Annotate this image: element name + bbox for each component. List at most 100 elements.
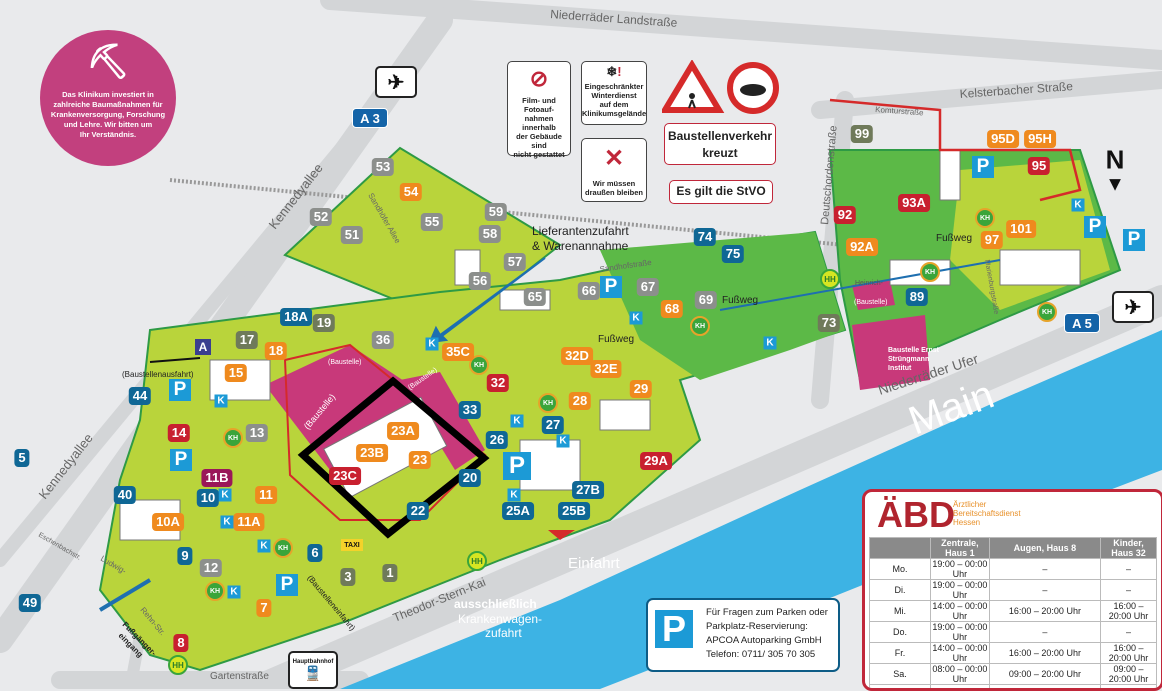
kh-icon[interactable]: KH xyxy=(273,538,293,558)
building-marker-20[interactable]: 20 xyxy=(459,469,481,487)
building-marker-29[interactable]: 29 xyxy=(630,380,652,398)
parking-icon[interactable]: P xyxy=(276,574,298,596)
building-marker-69[interactable]: 69 xyxy=(695,291,717,309)
building-marker-67[interactable]: 67 xyxy=(637,278,659,296)
building-marker-59[interactable]: 59 xyxy=(485,203,507,221)
building-marker-32[interactable]: 32 xyxy=(487,374,509,392)
building-marker-32d[interactable]: 32D xyxy=(561,347,593,365)
building-marker-10a[interactable]: 10A xyxy=(152,513,184,531)
kiosk-icon[interactable]: K xyxy=(426,338,439,351)
building-marker-58[interactable]: 58 xyxy=(479,225,501,243)
building-marker-54[interactable]: 54 xyxy=(400,183,422,201)
building-marker-95h[interactable]: 95H xyxy=(1024,130,1056,148)
building-marker-5[interactable]: 5 xyxy=(14,449,29,467)
building-marker-49[interactable]: 49 xyxy=(19,594,41,612)
building-marker-36[interactable]: 36 xyxy=(372,331,394,349)
hh-icon[interactable]: HH xyxy=(467,551,487,571)
kiosk-icon[interactable]: K xyxy=(508,489,521,502)
building-marker-25b[interactable]: 25B xyxy=(558,502,590,520)
building-marker-22[interactable]: 22 xyxy=(407,502,429,520)
building-marker-3[interactable]: 3 xyxy=(340,568,355,586)
building-marker-95[interactable]: 95 xyxy=(1028,157,1050,175)
building-marker-52[interactable]: 52 xyxy=(310,208,332,226)
building-marker-17[interactable]: 17 xyxy=(236,331,258,349)
kiosk-icon[interactable]: K xyxy=(764,337,777,350)
building-marker-9[interactable]: 9 xyxy=(177,547,192,565)
building-marker-95d[interactable]: 95D xyxy=(987,130,1019,148)
building-marker-68[interactable]: 68 xyxy=(661,300,683,318)
parking-icon[interactable]: P xyxy=(600,276,622,298)
building-marker-19[interactable]: 19 xyxy=(313,314,335,332)
building-marker-6[interactable]: 6 xyxy=(307,544,322,562)
building-marker-27[interactable]: 27 xyxy=(542,416,564,434)
kiosk-icon[interactable]: K xyxy=(215,395,228,408)
building-marker-8[interactable]: 8 xyxy=(173,634,188,652)
kh-icon[interactable]: KH xyxy=(690,316,710,336)
building-marker-57[interactable]: 57 xyxy=(504,253,526,271)
kiosk-icon[interactable]: K xyxy=(258,540,271,553)
building-marker-25a[interactable]: 25A xyxy=(502,502,534,520)
parking-icon[interactable]: P xyxy=(972,156,994,178)
kiosk-icon[interactable]: K xyxy=(630,312,643,325)
building-marker-51[interactable]: 51 xyxy=(341,226,363,244)
building-marker-99[interactable]: 99 xyxy=(851,125,873,143)
kh-icon[interactable]: KH xyxy=(1037,302,1057,322)
building-marker-66[interactable]: 66 xyxy=(578,282,600,300)
building-marker-56[interactable]: 56 xyxy=(469,272,491,290)
building-marker-23b[interactable]: 23B xyxy=(356,444,388,462)
building-marker-26[interactable]: 26 xyxy=(486,431,508,449)
kiosk-icon[interactable]: K xyxy=(511,415,524,428)
building-marker-65[interactable]: 65 xyxy=(524,288,546,306)
building-marker-75[interactable]: 75 xyxy=(722,245,744,263)
building-marker-23a[interactable]: 23A xyxy=(387,422,419,440)
parking-icon[interactable]: P xyxy=(1123,229,1145,251)
building-marker-33[interactable]: 33 xyxy=(459,401,481,419)
kh-icon[interactable]: KH xyxy=(538,393,558,413)
building-marker-53[interactable]: 53 xyxy=(372,158,394,176)
kiosk-icon[interactable]: K xyxy=(219,489,232,502)
parking-icon[interactable]: P xyxy=(1084,216,1106,238)
building-marker-11a[interactable]: 11A xyxy=(233,513,264,531)
building-marker-92a[interactable]: 92A xyxy=(846,238,878,256)
building-marker-74[interactable]: 74 xyxy=(694,228,716,246)
parking-icon[interactable]: P xyxy=(169,379,191,401)
building-marker-29a[interactable]: 29A xyxy=(640,452,672,470)
building-marker-73[interactable]: 73 xyxy=(818,314,840,332)
building-marker-35c[interactable]: 35C xyxy=(442,343,474,361)
building-marker-12[interactable]: 12 xyxy=(200,559,222,577)
kiosk-icon[interactable]: K xyxy=(221,516,234,529)
building-marker-10[interactable]: 10 xyxy=(197,489,219,507)
building-marker-27b[interactable]: 27B xyxy=(572,481,604,499)
building-marker-23c[interactable]: 23C xyxy=(329,467,361,485)
kh-icon[interactable]: KH xyxy=(223,428,243,448)
building-marker-101[interactable]: 101 xyxy=(1006,220,1036,238)
kh-icon[interactable]: KH xyxy=(975,208,995,228)
kh-icon[interactable]: KH xyxy=(205,581,225,601)
building-marker-1[interactable]: 1 xyxy=(382,564,397,582)
building-marker-40[interactable]: 40 xyxy=(114,486,136,504)
building-marker-11[interactable]: 11 xyxy=(255,486,277,504)
building-marker-93a[interactable]: 93A xyxy=(898,194,930,212)
kiosk-icon[interactable]: K xyxy=(557,435,570,448)
building-marker-28[interactable]: 28 xyxy=(569,392,591,410)
building-marker-92[interactable]: 92 xyxy=(834,206,856,224)
building-marker-15[interactable]: 15 xyxy=(225,364,247,382)
parking-garage-icon[interactable]: P xyxy=(503,452,531,480)
building-marker-14[interactable]: 14 xyxy=(168,424,190,442)
kh-icon[interactable]: KH xyxy=(920,262,940,282)
building-marker-7[interactable]: 7 xyxy=(256,599,271,617)
hh-icon[interactable]: HH xyxy=(820,269,840,289)
kiosk-icon[interactable]: K xyxy=(1072,199,1085,212)
building-marker-44[interactable]: 44 xyxy=(129,387,151,405)
building-marker-97[interactable]: 97 xyxy=(981,231,1003,249)
building-marker-23[interactable]: 23 xyxy=(409,451,431,469)
building-marker-55[interactable]: 55 xyxy=(421,213,443,231)
building-marker-32e[interactable]: 32E xyxy=(590,360,621,378)
parking-icon[interactable]: P xyxy=(170,449,192,471)
building-marker-18a[interactable]: 18A xyxy=(280,308,312,326)
hh-icon[interactable]: HH xyxy=(168,655,188,675)
building-marker-11b[interactable]: 11B xyxy=(201,469,232,487)
building-marker-13[interactable]: 13 xyxy=(246,424,268,442)
building-marker-89[interactable]: 89 xyxy=(906,288,928,306)
building-marker-18[interactable]: 18 xyxy=(265,342,287,360)
